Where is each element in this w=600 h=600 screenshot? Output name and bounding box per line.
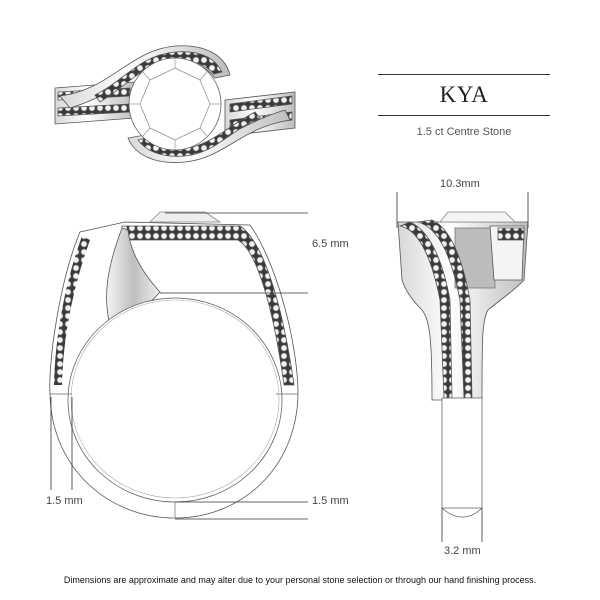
product-subtitle: 1.5 ct Centre Stone bbox=[416, 126, 512, 138]
front-profile-view bbox=[49, 211, 299, 519]
side-view bbox=[397, 211, 529, 518]
disclaimer: Dimensions are approximate and may alter… bbox=[63, 575, 537, 585]
band-width-label: 3.2 mm bbox=[444, 545, 481, 557]
front-dimension-lines bbox=[50, 212, 308, 520]
title-rule-top bbox=[378, 74, 550, 75]
title-block: KYA 1.5 ct Centre Stone bbox=[378, 74, 550, 138]
head-height-label: 6.5 mm bbox=[312, 238, 349, 250]
product-name: KYA bbox=[439, 82, 489, 107]
side-dimension-lines bbox=[396, 192, 529, 542]
title-rule-bottom bbox=[378, 115, 550, 116]
bottom-thickness-label: 1.5 mm bbox=[312, 495, 349, 507]
top-view bbox=[54, 45, 296, 163]
head-width-label: 10.3mm bbox=[440, 178, 480, 190]
side-thickness-label: 1.5 mm bbox=[46, 495, 83, 507]
